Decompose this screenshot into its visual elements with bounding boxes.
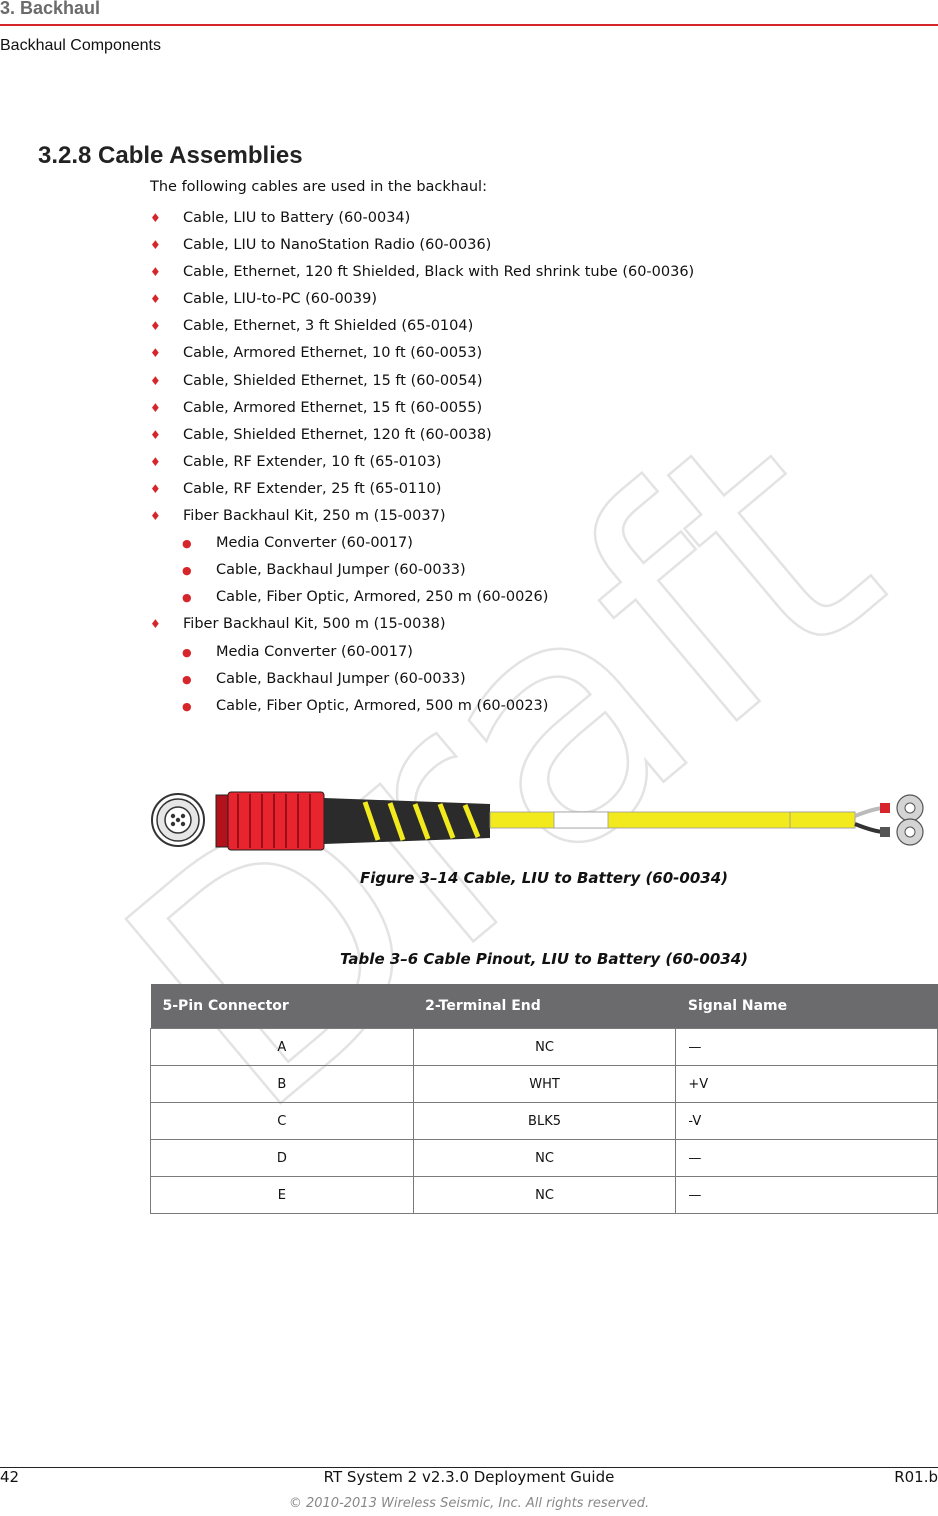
list-item: ♦Fiber Backhaul Kit, 500 m (15-0038) [150,611,910,638]
table-cell: WHT [412,1065,677,1103]
diamond-bullet-icon: ♦ [150,373,161,388]
diamond-bullet-icon: ♦ [150,427,161,442]
yellow-cable [489,811,856,829]
table-cell: — [675,1139,938,1177]
diamond-bullet-icon: ♦ [150,265,161,280]
sub-list-item: ●Cable, Backhaul Jumper (60-0033) [150,666,910,693]
list-item: ♦Cable, Ethernet, 3 ft Shielded (65-0104… [150,313,910,340]
table-row: A NC — [150,1028,938,1066]
column-header: Signal Name [675,984,938,1029]
list-item: ♦Cable, Armored Ethernet, 15 ft (60-0055… [150,395,910,422]
diamond-bullet-icon: ♦ [150,346,161,361]
list-item: ♦Cable, Shielded Ethernet, 120 ft (60-00… [150,422,910,449]
diamond-bullet-icon: ♦ [150,292,161,307]
header-divider [0,24,938,26]
table-header-row: 5-Pin Connector 2-Terminal End Signal Na… [150,984,938,1029]
intro-paragraph: The following cables are used in the bac… [150,179,487,195]
chapter-title: 3. Backhaul [0,0,101,18]
page-number: 42 [0,1468,20,1486]
list-item: ♦Cable, RF Extender, 25 ft (65-0110) [150,476,910,503]
table-cell: D [150,1139,414,1177]
diamond-bullet-icon: ♦ [150,454,161,469]
list-item: ♦Fiber Backhaul Kit, 250 m (15-0037) [150,503,910,530]
list-item: ♦Cable, Shielded Ethernet, 15 ft (60-005… [150,368,910,395]
table-cell: +V [675,1065,938,1103]
list-item: ♦Cable, Ethernet, 120 ft Shielded, Black… [150,259,910,286]
cable-list: ♦Cable, LIU to Battery (60-0034) ♦Cable,… [150,205,910,720]
red-connector-body [215,791,325,851]
table-row: C BLK5 -V [150,1102,938,1140]
revision-label: R01.b [894,1468,938,1486]
table-caption: Table 3–6 Cable Pinout, LIU to Battery (… [339,950,748,968]
table-cell: C [150,1102,414,1140]
diamond-bullet-icon: ♦ [150,319,161,334]
table-row: E NC — [150,1176,938,1214]
copyright-notice: © 2010-2013 Wireless Seismic, Inc. All r… [288,1496,650,1511]
table-cell: A [150,1028,414,1066]
table-row: B WHT +V [150,1065,938,1103]
connector-face-icon [151,793,205,847]
diamond-bullet-icon: ♦ [150,238,161,253]
table-cell: B [150,1065,414,1103]
sub-list-item: ●Cable, Fiber Optic, Armored, 250 m (60-… [150,584,910,611]
figure-caption: Figure 3–14 Cable, LIU to Battery (60-00… [360,869,728,887]
diamond-bullet-icon: ♦ [150,481,161,496]
strain-relief [324,798,490,844]
dot-bullet-icon: ● [182,564,192,578]
table-cell: NC [412,1176,677,1214]
table-cell: NC [412,1139,677,1177]
table-cell: BLK5 [412,1102,677,1140]
list-item: ♦Cable, LIU to NanoStation Radio (60-003… [150,232,910,259]
sub-list-item: ●Cable, Fiber Optic, Armored, 500 m (60-… [150,693,910,720]
diamond-bullet-icon: ♦ [150,400,161,415]
cable-illustration [151,791,924,851]
table-cell: E [150,1176,414,1214]
list-item: ♦Cable, LIU-to-PC (60-0039) [150,286,910,313]
running-section-name: Backhaul Components [0,37,161,54]
dot-bullet-icon: ● [182,537,192,551]
diamond-bullet-icon: ♦ [150,211,161,225]
dot-bullet-icon: ● [182,591,192,605]
sub-list-item: ●Media Converter (60-0017) [150,530,910,557]
column-header: 2-Terminal End [413,984,676,1029]
list-item: ♦Cable, LIU to Battery (60-0034) [150,205,910,232]
ring-terminals-icon [854,794,924,846]
sub-list-item: ●Cable, Backhaul Jumper (60-0033) [150,557,910,584]
diamond-bullet-icon: ♦ [150,509,161,524]
diamond-bullet-icon: ♦ [150,617,161,632]
section-heading: 3.2.8 Cable Assemblies [38,142,303,169]
dot-bullet-icon: ● [182,699,192,713]
table-row: D NC — [150,1139,938,1177]
table-cell: — [675,1176,938,1214]
document-title: RT System 2 v2.3.0 Deployment Guide [323,1468,615,1486]
table-cell: -V [675,1102,938,1140]
pinout-table: 5-Pin Connector 2-Terminal End Signal Na… [150,984,938,1214]
sub-list-item: ●Media Converter (60-0017) [150,639,910,666]
table-cell: NC [412,1028,677,1066]
dot-bullet-icon: ● [182,672,192,686]
table-cell: — [675,1028,938,1066]
list-item: ♦Cable, Armored Ethernet, 10 ft (60-0053… [150,340,910,367]
column-header: 5-Pin Connector [150,984,414,1029]
list-item: ♦Cable, RF Extender, 10 ft (65-0103) [150,449,910,476]
dot-bullet-icon: ● [182,645,192,659]
footer-divider [0,1467,938,1468]
